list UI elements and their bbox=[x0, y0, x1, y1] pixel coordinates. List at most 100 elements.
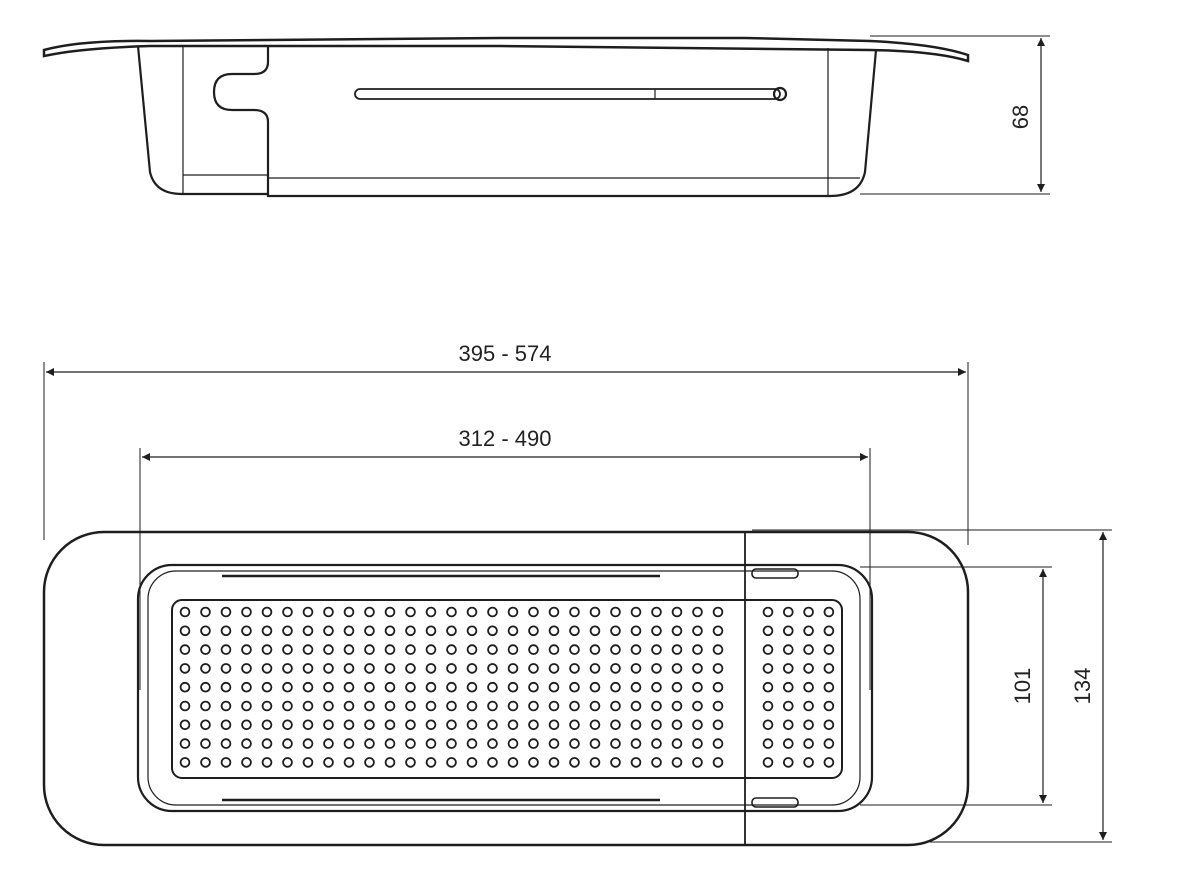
drain-hole bbox=[589, 700, 601, 712]
drain-hole bbox=[405, 719, 416, 731]
drain-hole bbox=[803, 719, 814, 731]
drain-hole bbox=[762, 719, 774, 731]
drain-hole bbox=[671, 738, 683, 749]
drain-hole bbox=[466, 757, 478, 768]
drain-hole bbox=[803, 663, 814, 674]
side-slider-end bbox=[212, 46, 830, 198]
drain-hole bbox=[651, 644, 662, 655]
drain-hole bbox=[282, 700, 293, 712]
drain-hole bbox=[507, 681, 519, 693]
drain-hole bbox=[261, 700, 273, 712]
drain-hole bbox=[364, 719, 375, 731]
drain-hole bbox=[200, 700, 211, 712]
drain-hole bbox=[302, 700, 314, 712]
drain-hole bbox=[261, 738, 273, 749]
drain-hole bbox=[762, 681, 774, 693]
drain-hole bbox=[610, 757, 621, 768]
top-drainer-plate bbox=[171, 599, 843, 779]
drain-hole bbox=[569, 738, 580, 749]
drain-hole bbox=[302, 606, 314, 618]
drain-hole bbox=[823, 606, 835, 618]
drain-hole bbox=[343, 738, 355, 749]
drain-hole bbox=[782, 606, 794, 618]
top-outer-rim bbox=[42, 530, 970, 847]
top-clip-bottom bbox=[751, 797, 799, 808]
drain-hole bbox=[179, 606, 191, 618]
drain-hole bbox=[528, 663, 539, 674]
drain-hole bbox=[548, 663, 560, 674]
drain-hole bbox=[384, 625, 396, 637]
drain-hole bbox=[282, 644, 293, 655]
drain-hole bbox=[487, 681, 498, 693]
drain-hole bbox=[589, 625, 601, 637]
drain-hole bbox=[220, 681, 232, 693]
drain-hole bbox=[425, 738, 437, 749]
drain-hole bbox=[823, 681, 835, 693]
drain-hole bbox=[446, 644, 457, 655]
drain-hole bbox=[630, 719, 642, 731]
drain-hole bbox=[466, 700, 478, 712]
drain-hole bbox=[782, 700, 794, 712]
drain-hole bbox=[241, 644, 252, 655]
drain-hole bbox=[200, 757, 211, 768]
drain-hole bbox=[220, 644, 232, 655]
drain-hole bbox=[323, 681, 334, 693]
drain-hole bbox=[200, 625, 211, 637]
drain-hole bbox=[762, 757, 774, 768]
drain-hole bbox=[712, 738, 724, 749]
drain-hole bbox=[405, 606, 416, 618]
drain-hole bbox=[425, 644, 437, 655]
drain-hole bbox=[610, 700, 621, 712]
drain-hole bbox=[302, 644, 314, 655]
drain-hole bbox=[323, 719, 334, 731]
drain-hole bbox=[384, 644, 396, 655]
drain-hole bbox=[220, 625, 232, 637]
drain-hole bbox=[569, 700, 580, 712]
drain-hole bbox=[692, 625, 703, 637]
drain-hole bbox=[282, 625, 293, 637]
drain-hole bbox=[782, 757, 794, 768]
drain-hole bbox=[569, 681, 580, 693]
drain-hole bbox=[282, 757, 293, 768]
drain-hole bbox=[261, 606, 273, 618]
drain-hole bbox=[712, 644, 724, 655]
drain-hole bbox=[782, 738, 794, 749]
drain-hole bbox=[823, 719, 835, 731]
drain-hole bbox=[762, 738, 774, 749]
drain-hole bbox=[446, 700, 457, 712]
drain-hole bbox=[179, 719, 191, 731]
drain-hole bbox=[200, 644, 211, 655]
drain-hole bbox=[630, 681, 642, 693]
drain-hole bbox=[630, 606, 642, 618]
drain-hole bbox=[823, 700, 835, 712]
drain-hole bbox=[343, 757, 355, 768]
drain-hole bbox=[405, 757, 416, 768]
side-slot-pin bbox=[772, 86, 788, 102]
drain-hole bbox=[671, 681, 683, 693]
drain-hole bbox=[179, 663, 191, 674]
drain-hole bbox=[823, 757, 835, 768]
drain-hole bbox=[589, 606, 601, 618]
drain-hole bbox=[803, 606, 814, 618]
drain-hole bbox=[782, 719, 794, 731]
drain-hole bbox=[302, 757, 314, 768]
drain-hole bbox=[302, 738, 314, 749]
drain-hole bbox=[630, 757, 642, 768]
drain-hole bbox=[241, 681, 252, 693]
drain-hole bbox=[507, 663, 519, 674]
drain-hole bbox=[405, 700, 416, 712]
drain-hole bbox=[323, 606, 334, 618]
drain-hole bbox=[630, 625, 642, 637]
dim-101-label: 101 bbox=[1010, 668, 1035, 705]
drain-hole bbox=[548, 719, 560, 731]
drain-hole bbox=[241, 757, 252, 768]
drain-hole bbox=[762, 625, 774, 637]
drain-hole bbox=[364, 700, 375, 712]
drain-hole bbox=[823, 644, 835, 655]
drain-hole bbox=[610, 738, 621, 749]
drain-hole bbox=[487, 700, 498, 712]
drain-hole bbox=[487, 663, 498, 674]
drain-hole bbox=[823, 663, 835, 674]
drain-hole bbox=[466, 663, 478, 674]
drain-hole bbox=[610, 681, 621, 693]
